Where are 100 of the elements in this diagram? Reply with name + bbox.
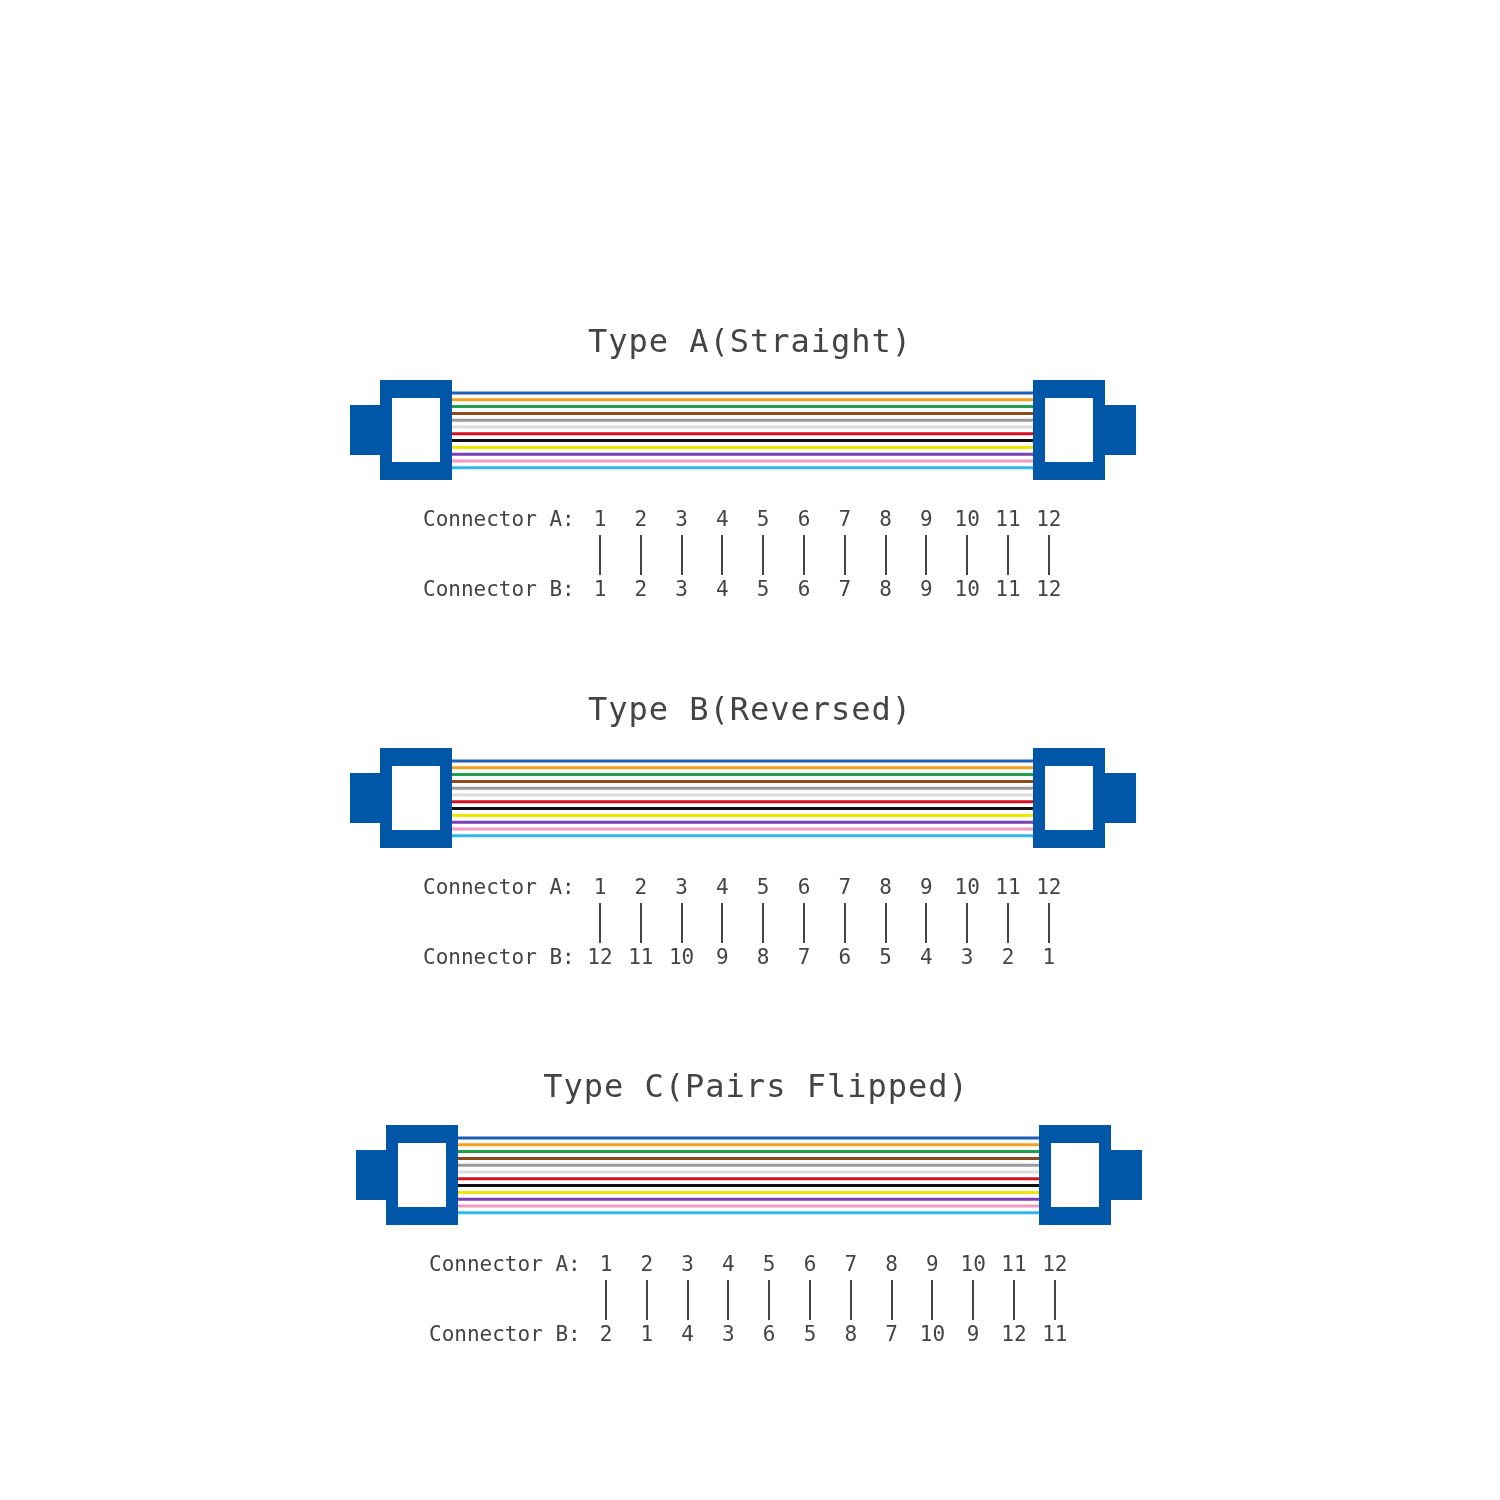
pin-number: 1 — [629, 1322, 664, 1346]
pin-number: 11 — [991, 507, 1025, 531]
pin-number: 2 — [589, 1322, 623, 1346]
pin-link-line — [727, 1279, 729, 1321]
pin-link-line — [1054, 1279, 1056, 1321]
pin-number: 10 — [664, 945, 699, 969]
pin-number: 12 — [1031, 507, 1066, 531]
pin-number: 8 — [874, 1252, 909, 1276]
row-label: Connector B: — [423, 945, 575, 969]
pin-link-line — [681, 534, 683, 576]
pin-link-line — [599, 534, 601, 576]
pin-link-line — [850, 1279, 852, 1321]
pin-link-line — [1007, 902, 1009, 944]
pin-link-line — [803, 902, 805, 944]
pin-number: 7 — [827, 577, 862, 601]
pin-number: 11 — [1037, 1322, 1072, 1346]
pin-number: 3 — [664, 507, 699, 531]
section-heading: Type B(Reversed) — [586, 690, 914, 728]
row-label: Connector A: — [423, 507, 575, 531]
pin-number: 2 — [991, 945, 1025, 969]
pin-number: 2 — [629, 1252, 664, 1276]
pin-link-line — [885, 534, 887, 576]
pin-number: 8 — [868, 577, 903, 601]
pin-number: 12 — [1037, 1252, 1072, 1276]
pin-number: 8 — [868, 875, 903, 899]
pin-number: 7 — [827, 875, 862, 899]
pin-number: 3 — [670, 1252, 705, 1276]
pin-link-line — [803, 534, 805, 576]
pin-number: 3 — [950, 945, 985, 969]
pin-number: 4 — [711, 1252, 746, 1276]
pin-link-line — [966, 534, 968, 576]
pin-number: 8 — [868, 507, 903, 531]
pin-number: 4 — [705, 875, 740, 899]
pin-number: 6 — [787, 577, 821, 601]
pin-number: 1 — [583, 875, 617, 899]
pin-number: 3 — [664, 577, 699, 601]
pin-link-line — [844, 902, 846, 944]
pin-number: 4 — [670, 1322, 705, 1346]
pin-number: 5 — [793, 1322, 827, 1346]
pin-link-line — [931, 1279, 933, 1321]
pin-link-line — [809, 1279, 811, 1321]
pin-link-line — [640, 902, 642, 944]
pin-number: 4 — [705, 577, 740, 601]
section-heading: Type C(Pairs Flipped) — [542, 1067, 970, 1105]
pin-number: 7 — [787, 945, 821, 969]
pin-link-line — [762, 534, 764, 576]
pin-number: 9 — [956, 1322, 991, 1346]
pin-number: 5 — [868, 945, 903, 969]
pin-number: 1 — [589, 1252, 623, 1276]
pin-number: 2 — [623, 507, 658, 531]
pin-number: 1 — [583, 507, 617, 531]
pin-number: 7 — [827, 507, 862, 531]
pin-number: 11 — [991, 875, 1025, 899]
pin-link-line — [1048, 534, 1050, 576]
row-label: Connector B: — [429, 1322, 581, 1346]
pin-number: 1 — [583, 577, 617, 601]
pin-number: 9 — [909, 577, 944, 601]
pin-number: 5 — [752, 1252, 787, 1276]
pin-link-line — [925, 902, 927, 944]
pin-number: 6 — [827, 945, 862, 969]
pin-number: 10 — [950, 577, 985, 601]
pin-link-line — [599, 902, 601, 944]
pin-link-line — [972, 1279, 974, 1321]
pin-number: 10 — [950, 875, 985, 899]
pin-number: 12 — [1031, 875, 1066, 899]
pin-number: 12 — [1031, 577, 1066, 601]
pin-link-line — [844, 534, 846, 576]
pin-number: 2 — [623, 577, 658, 601]
section-heading: Type A(Straight) — [586, 322, 914, 360]
row-label: Connector B: — [423, 577, 575, 601]
pin-number: 8 — [833, 1322, 868, 1346]
pin-number: 5 — [746, 875, 781, 899]
pin-link-line — [721, 902, 723, 944]
pin-number: 8 — [746, 945, 781, 969]
pin-link-line — [1007, 534, 1009, 576]
row-label: Connector A: — [423, 875, 575, 899]
pin-number: 6 — [787, 507, 821, 531]
pin-link-line — [721, 534, 723, 576]
pin-number: 7 — [833, 1252, 868, 1276]
pin-number: 11 — [991, 577, 1025, 601]
pin-number: 4 — [909, 945, 944, 969]
pin-link-line — [646, 1279, 648, 1321]
pin-number: 6 — [793, 1252, 827, 1276]
pin-number: 10 — [950, 507, 985, 531]
pin-link-line — [762, 902, 764, 944]
pin-link-line — [891, 1279, 893, 1321]
pin-number: 6 — [752, 1322, 787, 1346]
pin-number: 12 — [997, 1322, 1031, 1346]
pin-number: 12 — [583, 945, 617, 969]
pin-number: 11 — [997, 1252, 1031, 1276]
pin-link-line — [605, 1279, 607, 1321]
pin-number: 9 — [705, 945, 740, 969]
pin-number: 2 — [623, 875, 658, 899]
pin-link-line — [1013, 1279, 1015, 1321]
pin-number: 9 — [909, 507, 944, 531]
pin-number: 11 — [623, 945, 658, 969]
pin-number: 9 — [915, 1252, 950, 1276]
row-label: Connector A: — [429, 1252, 581, 1276]
pin-number: 1 — [1031, 945, 1066, 969]
pin-number: 7 — [874, 1322, 909, 1346]
